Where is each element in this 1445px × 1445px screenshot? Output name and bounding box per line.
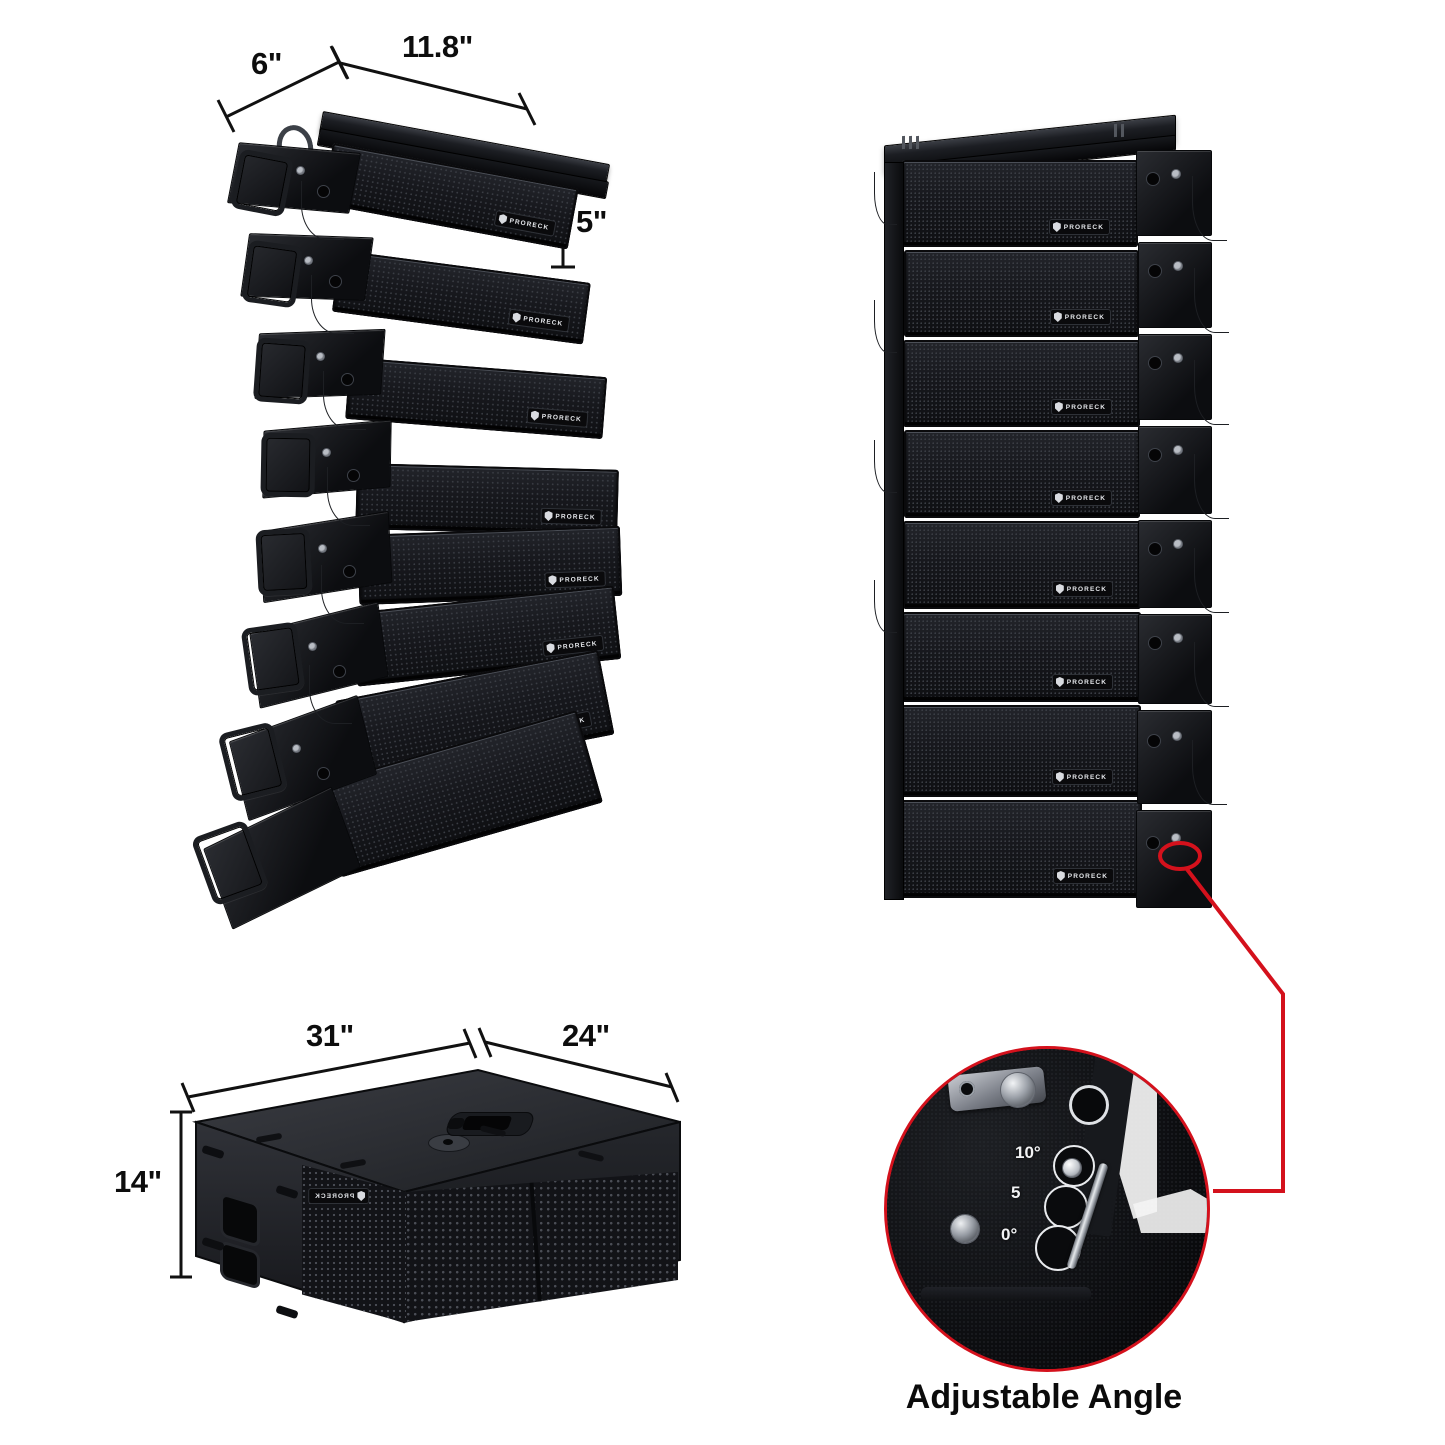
brand-badge: PRORECK <box>1051 769 1113 785</box>
bolt-head <box>951 1215 979 1243</box>
cabinet-foot <box>275 1184 299 1200</box>
shield-icon <box>498 214 508 225</box>
brand-name: PRORECK <box>1066 585 1107 593</box>
brand-name: PRORECK <box>1065 494 1106 502</box>
subwoofer: PRORECK <box>180 1060 681 1380</box>
dimension-label-depth: 6" <box>251 46 282 81</box>
angle-label-0: 0° <box>1001 1225 1018 1244</box>
brand-name: PRORECK <box>1066 678 1107 686</box>
mount-hole <box>1069 1085 1109 1125</box>
shield-icon <box>1052 222 1061 232</box>
array-module: PRORECK <box>355 463 619 536</box>
brand-name: PRORECK <box>557 639 598 651</box>
stack-module: PRORECK <box>903 521 1141 609</box>
stack-module: PRORECK <box>902 612 1141 702</box>
array-rigging-column <box>190 125 393 930</box>
curved-line-array: PRORECK PRORECK PRORECK PRORECK <box>190 95 625 955</box>
stack-module: PRORECK <box>901 705 1141 797</box>
flybar-slot <box>1121 123 1124 138</box>
brand-name: PRORECK <box>1065 403 1106 411</box>
stack-module: PRORECK <box>902 160 1138 247</box>
brand-badge: PRORECK <box>1052 868 1114 884</box>
brand-name: PRORECK <box>522 315 564 328</box>
flybar-slot <box>909 135 912 150</box>
brand-name: PRORECK <box>314 1192 355 1200</box>
brand-name: PRORECK <box>559 575 600 584</box>
brand-badge: PRORECK <box>544 570 606 589</box>
shield-icon <box>1055 584 1064 594</box>
dimension-label-width: 11.8" <box>402 29 473 64</box>
subwoofer-pole-hole <box>443 1139 453 1145</box>
brand-name: PRORECK <box>1066 773 1107 781</box>
plate-ridge <box>921 1287 1091 1301</box>
shield-icon <box>1053 312 1062 322</box>
cabinet-foot <box>201 1144 225 1160</box>
angle-label-5: 5 <box>1011 1183 1021 1202</box>
shield-icon <box>530 410 539 421</box>
corner-pad <box>339 1158 367 1170</box>
shield-icon <box>1054 402 1063 412</box>
cabinet-foot <box>275 1304 299 1320</box>
shield-icon <box>544 511 552 521</box>
shield-icon <box>512 312 521 323</box>
brand-badge: PRORECK <box>1050 490 1112 506</box>
shield-icon <box>548 575 556 585</box>
tab-hole <box>959 1081 975 1097</box>
brand-name: PRORECK <box>1064 313 1105 321</box>
brand-name: PRORECK <box>1063 223 1104 231</box>
stack-module: PRORECK <box>903 340 1140 427</box>
brand-name: PRORECK <box>541 412 583 423</box>
subwoofer-side-handle <box>220 1191 260 1249</box>
stack-rigging-column <box>1136 146 1229 926</box>
brand-badge: PRORECK <box>1050 399 1112 415</box>
stack-left-bracket <box>884 162 904 900</box>
shield-icon <box>357 1191 365 1201</box>
stack-module: PRORECK <box>904 250 1139 337</box>
stacked-line-array: PRORECK PRORECK PRORECK PRORECK <box>874 110 1229 990</box>
detail-caption: Adjustable Angle <box>905 1378 1183 1416</box>
flybar-slot <box>902 135 905 150</box>
subwoofer-label-height: 14" <box>114 1164 162 1199</box>
subwoofer-side-handle <box>220 1239 260 1291</box>
subwoofer-side-grille <box>406 1172 678 1322</box>
brand-name: PRORECK <box>555 512 596 521</box>
brand-name: PRORECK <box>1067 872 1108 880</box>
stack-module: PRORECK <box>904 430 1140 518</box>
angle-label-10: 10° <box>1015 1143 1041 1162</box>
adjustable-angle-detail: 10° 5 0° <box>884 1046 1210 1372</box>
shield-icon <box>1054 493 1063 503</box>
flybar-slot <box>1114 123 1117 138</box>
corner-pad <box>577 1149 605 1163</box>
subwoofer-label-depth: 24" <box>562 1018 610 1053</box>
bolt-head <box>1001 1073 1035 1107</box>
stack-module: PRORECK <box>900 800 1142 898</box>
brand-badge: PRORECK <box>1051 581 1113 597</box>
dimension-label-height: 5" <box>576 204 607 239</box>
brand-badge: PRORECK <box>1051 674 1113 690</box>
subwoofer-label-width: 31" <box>306 1018 354 1053</box>
shield-icon <box>1056 871 1065 881</box>
shield-icon <box>1055 772 1064 782</box>
brand-badge: PRORECK <box>1049 309 1111 325</box>
brand-badge: PRORECK <box>540 507 602 526</box>
flybar-slot <box>916 135 919 150</box>
pin-head <box>1063 1159 1081 1177</box>
brand-badge: PRORECK <box>1048 219 1110 235</box>
shield-icon <box>546 643 555 654</box>
brand-name: PRORECK <box>508 217 550 232</box>
corner-pad <box>255 1132 283 1144</box>
cabinet-foot <box>201 1236 225 1252</box>
shield-icon <box>1055 677 1064 687</box>
brand-badge: PRORECK <box>308 1188 370 1204</box>
